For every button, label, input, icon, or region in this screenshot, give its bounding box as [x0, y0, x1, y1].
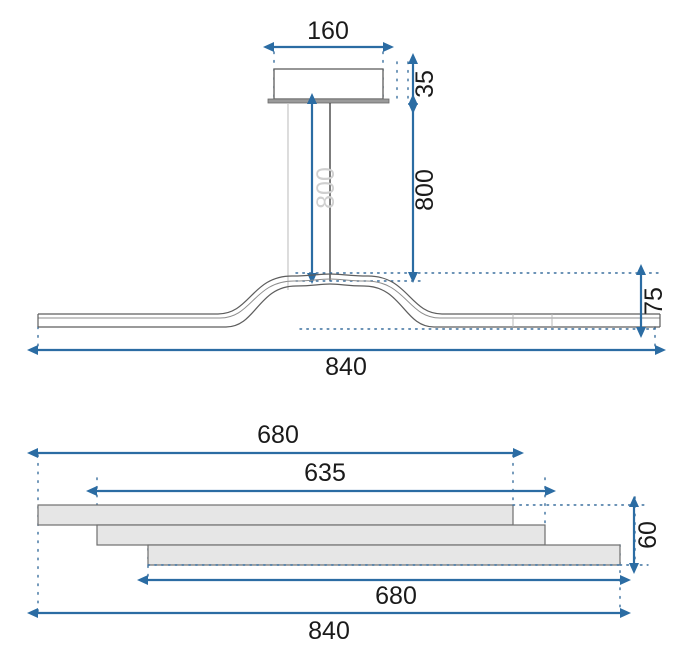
dimension-label-680-upper: 680 — [257, 421, 299, 449]
dimension-canopy-height: 35 — [408, 53, 439, 114]
dimension-plan-overall-length: 840 — [27, 608, 631, 645]
ceiling-canopy — [267, 68, 390, 104]
dimension-bar-thickness: 60 — [629, 496, 662, 574]
dimension-label-60: 60 — [634, 521, 662, 549]
dimension-arch-height: 75 — [636, 264, 668, 338]
dimension-middle-bar-length: 635 — [86, 459, 556, 496]
dimension-label-35: 35 — [411, 70, 439, 98]
dimension-label-635: 635 — [304, 459, 346, 487]
dimension-label-680-lower: 680 — [375, 582, 417, 610]
dimension-label-160: 160 — [307, 17, 349, 45]
canopy-base-plate — [267, 98, 390, 104]
stacked-bars — [37, 504, 621, 566]
canopy-body — [273, 68, 384, 100]
dimension-lower-bar-length: 680 — [137, 575, 631, 610]
extension-lines-arch — [37, 272, 661, 351]
side-elevation-view: 160 800 35 — [27, 17, 668, 381]
dimension-upper-bar-length: 680 — [27, 421, 524, 458]
lamp-body-profile — [37, 273, 661, 328]
dimension-canopy-width: 160 — [263, 17, 394, 52]
dimension-label-840-top: 840 — [325, 353, 367, 381]
plan-stacked-bars-view: 680 635 60 — [27, 421, 662, 645]
dimension-label-800: 800 — [411, 169, 439, 211]
dimension-label-840-bottom: 840 — [308, 617, 350, 645]
bar-lower — [147, 544, 621, 566]
suspension-rods — [287, 103, 331, 290]
dimension-drop-right: 800 — [408, 94, 439, 283]
bar-upper — [37, 504, 514, 526]
dimension-label-75: 75 — [640, 287, 668, 315]
bar-middle — [96, 524, 546, 546]
dimension-label-800-ghost: 800 — [312, 167, 340, 209]
dimension-overall-length: 840 — [27, 345, 666, 381]
